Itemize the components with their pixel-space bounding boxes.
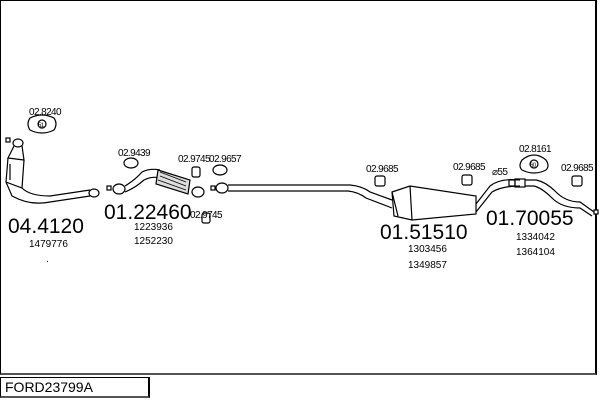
fitting-label: 02.9685: [561, 163, 594, 174]
hanger-fitting-02-9685-b[interactable]: [461, 174, 473, 186]
fitting-label: 02.9685: [453, 162, 486, 173]
reference-number: 1334042: [516, 232, 555, 243]
fitting-label: 02.9657: [209, 154, 242, 165]
clamp-fitting-02-8161[interactable]: [519, 154, 549, 174]
part-number: 04.4120: [8, 215, 84, 238]
drawing-frame: [0, 0, 597, 375]
fitting-label: 02.9745: [178, 154, 211, 165]
part-number: 01.22460: [104, 201, 192, 224]
reference-number: 1252230: [134, 236, 173, 247]
reference-number: 1303456: [408, 244, 447, 255]
catalytic-converter-part[interactable]: [5, 137, 100, 204]
fitting-label: 02.8240: [29, 107, 62, 118]
intermediate-pipe-part[interactable]: [106, 168, 205, 198]
diameter-label: ⌀55: [492, 167, 508, 178]
gasket-fitting-02-8240[interactable]: [27, 114, 57, 134]
part-number: 01.51510: [380, 221, 468, 244]
note-mark: .: [46, 254, 49, 265]
clamp-size-label: 60: [530, 163, 537, 169]
rear-pipe-part[interactable]: [508, 178, 599, 217]
middle-silencer-part[interactable]: [210, 179, 521, 221]
fitting-label: 02.9745: [190, 210, 223, 221]
hanger-fitting-02-9745-a[interactable]: [191, 166, 201, 178]
fitting-label: 02.9439: [118, 148, 151, 159]
reference-number: 1349857: [408, 260, 447, 271]
hanger-fitting-02-9685-c[interactable]: [571, 175, 583, 187]
reference-number: 1364104: [516, 247, 555, 258]
part-number: 01.70055: [486, 207, 574, 230]
clamp-size-label: 51: [38, 123, 45, 129]
reference-number: 1479776: [29, 239, 68, 250]
diagram-title: FORD23799A: [0, 377, 150, 398]
fitting-label: 02.8161: [519, 144, 552, 155]
reference-number: 1223936: [134, 222, 173, 233]
hanger-fitting-02-9745-b[interactable]: [201, 212, 211, 224]
gasket-fitting-02-9439[interactable]: [123, 157, 139, 169]
fitting-label: 02.9685: [366, 164, 399, 175]
hanger-fitting-02-9685-a[interactable]: [374, 175, 386, 187]
gasket-fitting-02-9657[interactable]: [212, 164, 228, 176]
